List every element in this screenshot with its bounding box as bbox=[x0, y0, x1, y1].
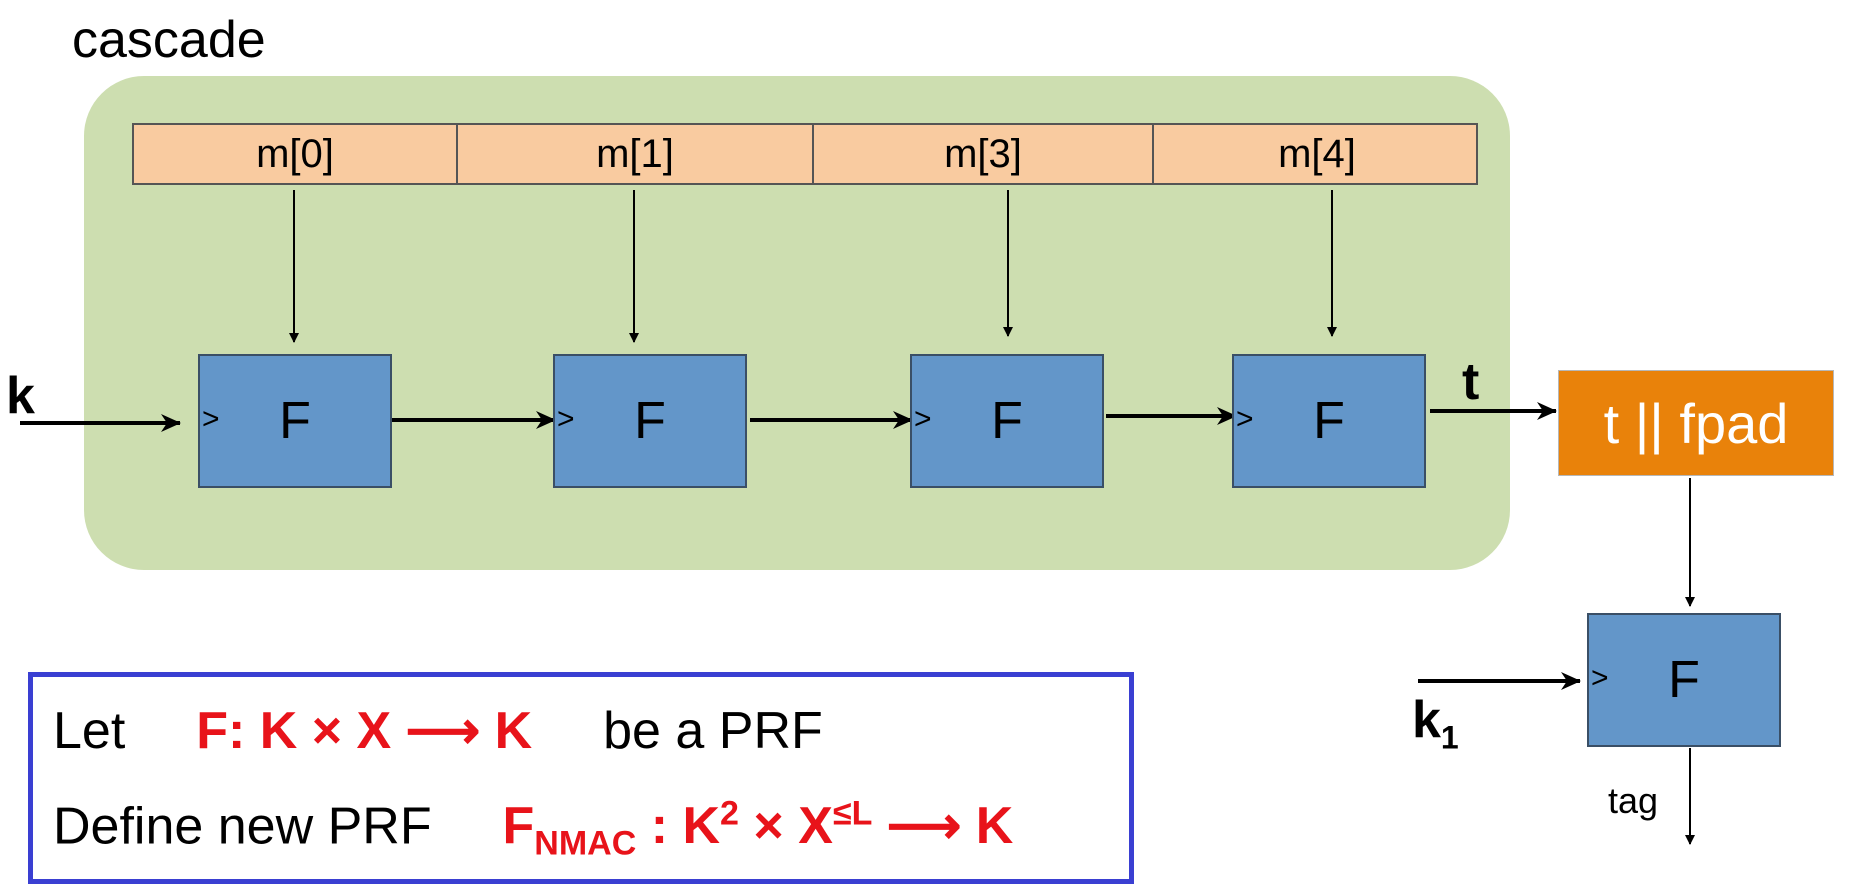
nmac-x-exponent: ≤L bbox=[832, 795, 873, 833]
message-block-2: m[3] bbox=[814, 125, 1154, 183]
prf-label: F bbox=[279, 392, 311, 450]
key-input-marker: > bbox=[557, 402, 575, 436]
prf-box-1: > F bbox=[198, 354, 392, 488]
nmac-times-x: × X bbox=[738, 797, 833, 856]
definition-box: Let F: K × X ⟶ K be a PRF Define new PRF… bbox=[28, 672, 1134, 884]
key-input-marker: > bbox=[1236, 402, 1254, 436]
nmac-signature: FNMAC : K2 × X≤L ⟶ K bbox=[502, 795, 1014, 863]
prf-label: F bbox=[991, 392, 1023, 450]
prf-box-4: > F bbox=[1232, 354, 1426, 488]
outer-key-subscript: 1 bbox=[1440, 719, 1459, 756]
outer-key-label: k1 bbox=[1412, 690, 1459, 756]
chain-output-label: t bbox=[1462, 353, 1480, 411]
outer-key-base: k bbox=[1412, 691, 1441, 749]
prf-label: F bbox=[634, 392, 666, 450]
message-block-1: m[1] bbox=[458, 125, 814, 183]
prf-box-2: > F bbox=[553, 354, 747, 488]
padding-box: t || fpad bbox=[1558, 370, 1834, 476]
prf-label: F bbox=[1313, 392, 1345, 450]
prf-signature: F: K × X ⟶ K bbox=[196, 702, 533, 760]
key-input-marker: > bbox=[202, 402, 220, 436]
definition-line-1: Let F: K × X ⟶ K be a PRF bbox=[53, 701, 823, 761]
nmac-arrow-k: ⟶ K bbox=[872, 797, 1014, 856]
key-label: k bbox=[6, 367, 35, 425]
definition-let: Let bbox=[53, 702, 126, 760]
key-input-marker: > bbox=[1591, 661, 1609, 695]
message-block-3: m[4] bbox=[1278, 131, 1356, 176]
prf-label: F bbox=[1668, 651, 1700, 709]
nmac-k: K bbox=[682, 797, 721, 856]
definition-define: Define new PRF bbox=[53, 797, 432, 856]
nmac-colon: : bbox=[636, 797, 683, 856]
message-block-0: m[0] bbox=[134, 125, 458, 183]
nmac-subscript: NMAC bbox=[534, 824, 637, 863]
key-input-marker: > bbox=[914, 402, 932, 436]
prf-box-outer: > F bbox=[1587, 613, 1781, 747]
nmac-f: F bbox=[502, 797, 535, 856]
diagram-title: cascade bbox=[72, 11, 266, 69]
tag-label: tag bbox=[1608, 780, 1659, 821]
prf-box-3: > F bbox=[910, 354, 1104, 488]
message-blocks: m[0] m[1] m[3] m[4] bbox=[132, 123, 1478, 185]
definition-line-2: Define new PRF FNMAC : K2 × X≤L ⟶ K bbox=[53, 795, 1013, 864]
nmac-k-exponent: 2 bbox=[720, 795, 739, 833]
definition-suffix: be a PRF bbox=[603, 702, 823, 760]
